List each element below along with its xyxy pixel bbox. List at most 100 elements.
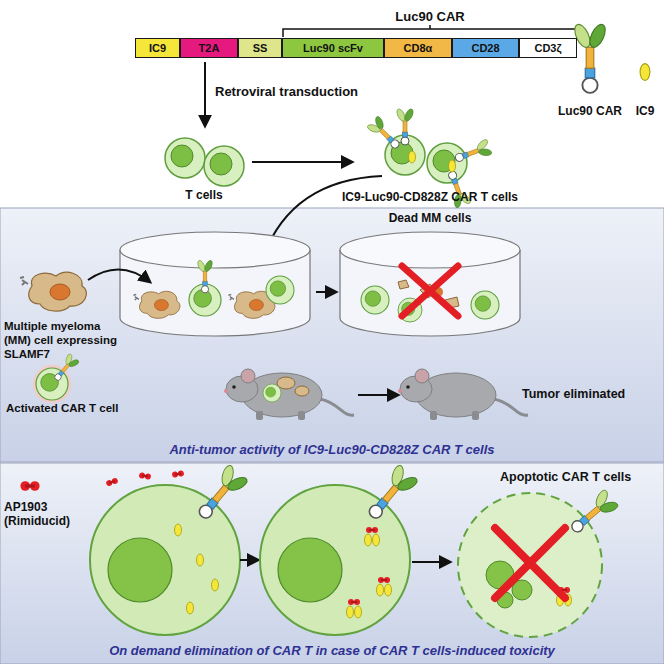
mouse xyxy=(263,384,281,402)
arrow xyxy=(412,561,450,563)
label: Retroviral transduction xyxy=(215,84,358,100)
ap1903-icon xyxy=(20,481,39,491)
construct-segment: Luc90 scFv xyxy=(282,38,384,58)
ap1903-icon xyxy=(20,481,39,491)
car-t-cell xyxy=(373,534,380,546)
label: Luc90 CAR xyxy=(395,9,464,25)
culture-dish xyxy=(361,286,389,314)
construct-segment: CD28 xyxy=(452,38,519,58)
culture-dish xyxy=(133,291,180,318)
car-t-cell xyxy=(348,599,360,605)
culture-dish xyxy=(120,232,310,336)
car-t-cell xyxy=(355,606,362,618)
car-t-cell xyxy=(260,461,422,635)
culture-dish xyxy=(266,276,294,304)
label: Tumor eliminated xyxy=(522,387,625,402)
panel-band: On demand elimination of CAR T in case o… xyxy=(0,463,664,664)
culture-dish xyxy=(266,276,294,304)
ic9-icon xyxy=(640,64,650,81)
arrow xyxy=(358,394,398,396)
car-t-cell xyxy=(347,606,354,618)
car-t-cells xyxy=(365,114,405,154)
construct-segment: T2A xyxy=(180,38,238,58)
car-t-cell xyxy=(377,584,384,596)
car-t-cell xyxy=(175,524,182,536)
apoptotic-cell xyxy=(458,493,602,637)
activated-car-t xyxy=(50,352,81,385)
panel-band xyxy=(0,463,664,664)
arrow xyxy=(240,559,258,561)
segment-label: Luc90 scFv xyxy=(303,42,363,54)
car-t-cell xyxy=(172,470,185,478)
car-t-cell xyxy=(197,554,204,566)
panel-heading: Anti-tumor activity of IC9-Luc90-CD828Z … xyxy=(0,442,664,457)
activated-car-t xyxy=(50,352,81,385)
segment-label: CD8α xyxy=(404,42,433,54)
apoptotic-cell xyxy=(565,486,622,540)
culture-dish xyxy=(471,291,499,319)
segment-label: IC9 xyxy=(149,42,166,54)
car-t-cell xyxy=(90,485,240,635)
apoptotic-cell xyxy=(458,486,622,637)
car-t-cell xyxy=(373,534,380,546)
culture-dish xyxy=(361,286,389,314)
car-t-cell xyxy=(377,584,384,596)
car-t-cell xyxy=(90,461,252,635)
t-cells xyxy=(204,146,244,186)
label: AP1903 (Rimiducid) xyxy=(4,500,84,529)
car-t-cell xyxy=(108,538,172,602)
label: IC9 xyxy=(636,104,655,118)
car-t-cell xyxy=(378,577,390,583)
segment-label: T2A xyxy=(199,42,220,54)
label: Dead MM cells xyxy=(389,211,472,225)
car-t-cells xyxy=(395,108,414,145)
segment-label: SS xyxy=(253,42,268,54)
culture-dish xyxy=(133,291,180,318)
culture-dish xyxy=(402,266,458,316)
culture-dish xyxy=(471,291,499,319)
car-t-cell xyxy=(197,554,204,566)
car-t-cell xyxy=(139,472,152,480)
label: Activated CAR T cell xyxy=(6,402,118,416)
car-t-cell xyxy=(365,534,372,546)
bracket xyxy=(283,25,577,37)
car-t-cell xyxy=(360,461,422,526)
car-t-cells xyxy=(427,143,467,183)
construct-segment: CD3ζ xyxy=(519,38,577,58)
arrow xyxy=(252,161,352,163)
car-icon xyxy=(572,22,609,93)
label: Multiple myeloma (MM) cell expressing SL… xyxy=(4,320,124,361)
mouse xyxy=(398,369,528,420)
car-t-cell xyxy=(360,461,422,526)
label: Luc90 CAR xyxy=(558,104,622,118)
culture-dish xyxy=(196,259,213,293)
mm-cell xyxy=(20,272,86,311)
culture-dish xyxy=(196,259,213,293)
construct-segment: CD8α xyxy=(384,38,452,58)
culture-dish xyxy=(340,232,520,268)
car-t-cells xyxy=(365,114,405,154)
ic9-icon xyxy=(640,64,650,81)
car-t-cells xyxy=(449,160,456,172)
car-t-cell xyxy=(139,472,152,480)
car-t-cell xyxy=(385,584,392,596)
arrow xyxy=(88,269,150,282)
arrow xyxy=(316,291,336,293)
culture-dish xyxy=(120,232,310,268)
label: Apoptotic CAR T cells xyxy=(500,470,631,485)
car-t-cells xyxy=(452,137,494,168)
car-t-cell xyxy=(365,534,372,546)
car-t-cell xyxy=(385,584,392,596)
arrow xyxy=(204,62,206,126)
t-cells xyxy=(165,138,244,186)
car-t-cell xyxy=(366,527,378,533)
apoptotic-cell xyxy=(565,486,622,540)
panel-band xyxy=(0,208,664,462)
t-cells xyxy=(165,138,205,178)
car-t-cell xyxy=(175,524,182,536)
mouse xyxy=(277,377,295,389)
car-t-cell xyxy=(348,599,360,605)
construct-segment: SS xyxy=(238,38,282,58)
car-t-cell xyxy=(190,461,252,526)
car-t-cells xyxy=(395,108,414,145)
